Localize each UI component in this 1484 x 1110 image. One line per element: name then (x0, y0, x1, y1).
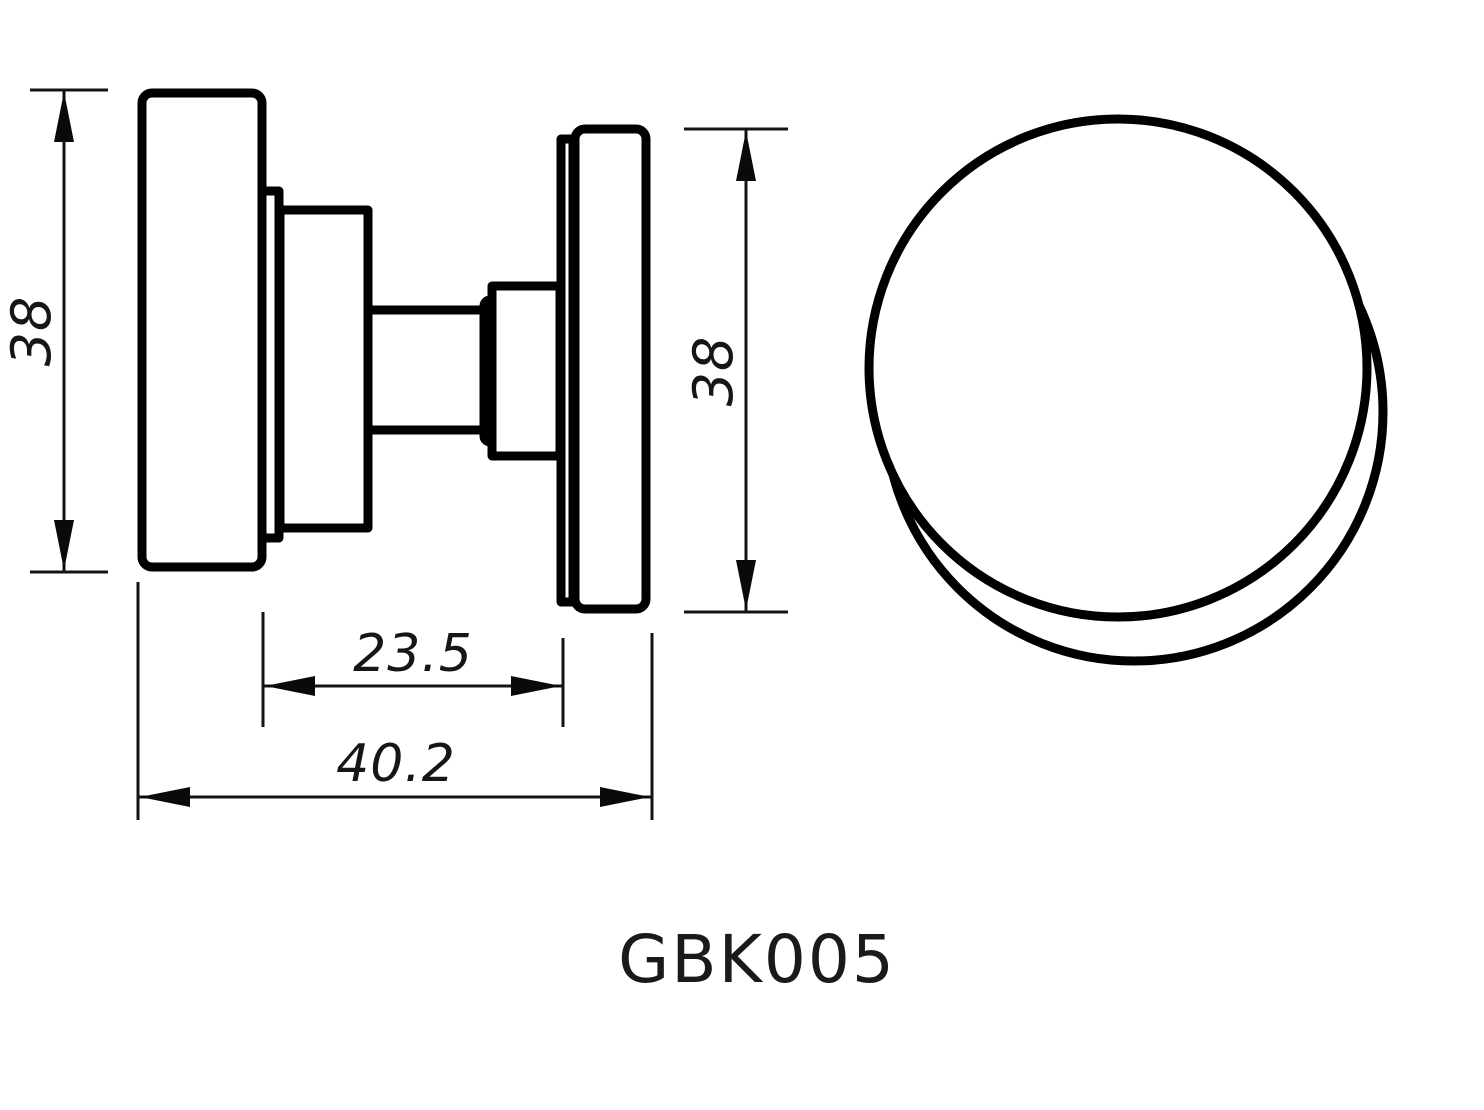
arrowhead-up-icon (736, 131, 756, 181)
arrowhead-left-icon (265, 676, 315, 696)
arrowhead-down-icon (54, 520, 74, 570)
dim-base-height-label: 38 (682, 336, 745, 407)
dim-face-height: 38 (0, 88, 108, 574)
base-hub (487, 281, 565, 461)
front-face-circle (864, 114, 1372, 622)
neck-boss (275, 205, 373, 533)
dim-base-height: 38 (682, 127, 788, 614)
arrowhead-right-icon (600, 787, 650, 807)
dim-neck-depth: 23.5 (261, 612, 565, 727)
part-number-label: GBK005 (618, 921, 896, 998)
base-rose-side (570, 124, 651, 614)
dim-neck-depth-label: 23.5 (353, 624, 473, 684)
dim-face-height-label: 38 (0, 296, 63, 367)
arrowhead-left-icon (140, 787, 190, 807)
side-view (137, 88, 651, 614)
dim-overall-depth: 40.2 (136, 582, 654, 820)
front-view (864, 114, 1388, 666)
dim-overall-depth-label: 40.2 (336, 734, 456, 794)
arrowhead-down-icon (736, 560, 756, 610)
arrowhead-right-icon (511, 676, 561, 696)
arrowhead-up-icon (54, 92, 74, 142)
knob-face-side (137, 88, 267, 572)
